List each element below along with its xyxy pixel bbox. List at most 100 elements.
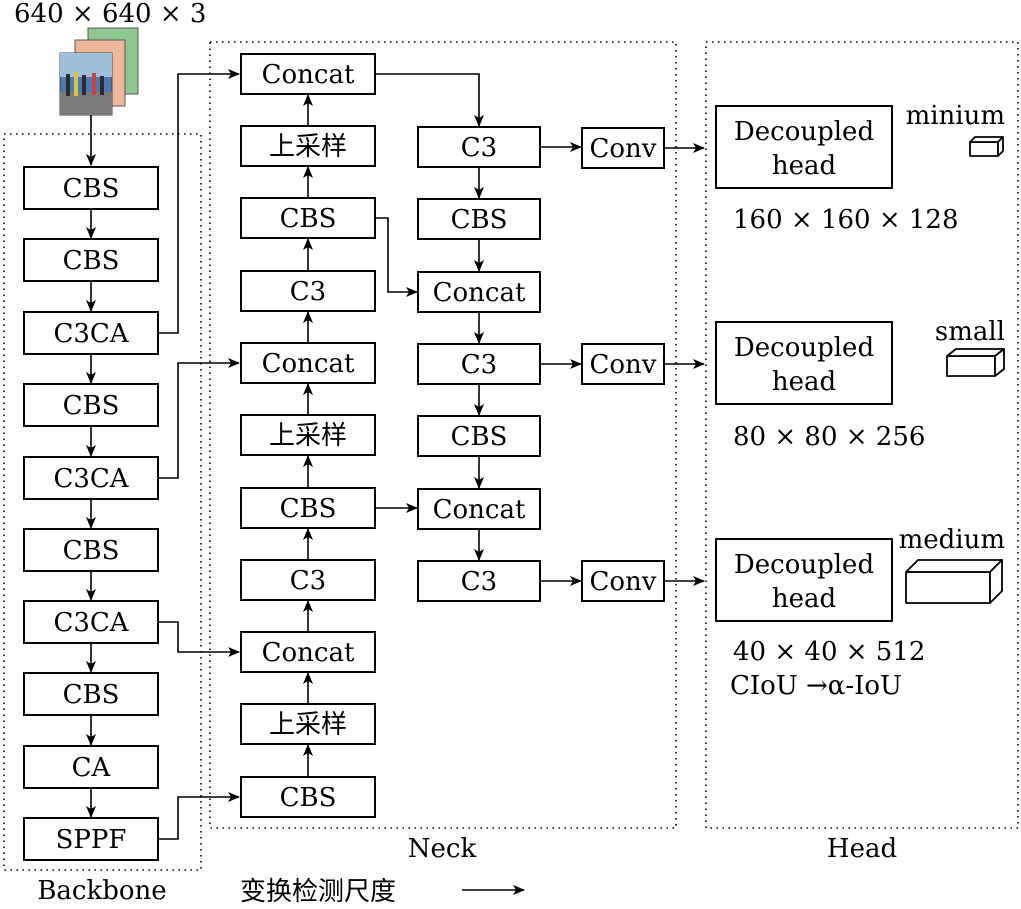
backbone-c3ca-block-3-label: C3CA	[53, 319, 129, 349]
neck-cbs-to-concat-arrow-1	[375, 217, 418, 297]
neck-down-c3-block-1-label: C3	[461, 133, 497, 163]
small-cube-icon	[946, 348, 1005, 377]
neck-up-c3-block-8-label: C3	[290, 566, 326, 596]
input-size-label: 640 × 640 × 3	[14, 0, 206, 29]
backbone-c3ca-block-7: C3CA	[23, 600, 159, 644]
neck-down-c3-block-7: C3	[417, 560, 541, 602]
neck-up-c3-block-4: C3	[240, 270, 376, 312]
neck-down-concat-block-6: Concat	[417, 488, 541, 530]
scale-label-minium: minium	[906, 101, 1005, 131]
neck-up-cbs-block-11-label: CBS	[280, 783, 337, 813]
decoupled-head-title: Decoupled	[734, 333, 874, 363]
backbone-cbs-block-8: CBS	[23, 672, 159, 716]
output-dims-small: 80 × 80 × 256	[733, 422, 925, 452]
neck-down-cbs-block-5-label: CBS	[451, 422, 508, 452]
neck-region	[209, 41, 677, 829]
neck-down-c3-block-4-label: C3	[461, 350, 497, 380]
neck-up-concat-block-5: Concat	[240, 342, 376, 384]
neck-up-upsample-block-2: 上采样	[240, 125, 376, 167]
neck-conv-block-2-label: Conv	[590, 350, 657, 380]
output-dims-medium: 40 × 40 × 512	[733, 637, 925, 667]
neck-up-cbs-block-11: CBS	[240, 776, 376, 818]
backbone-blocks: CBS CBS C3CA CBS C3CA CBS C3CA CBS CA SPPF	[23, 166, 159, 861]
neck-label: Neck	[408, 834, 477, 864]
backbone-c3ca2-to-concat-arrow	[158, 358, 240, 479]
neck-up-concat-block-9: Concat	[240, 631, 376, 673]
neck-up-concat-block-5-label: Concat	[262, 349, 355, 379]
decoupled-head-title: Decoupled	[734, 117, 874, 147]
backbone-cbs-block-6-label: CBS	[63, 536, 120, 566]
sppf-to-cbs-arrow	[158, 792, 240, 840]
head-label: Head	[827, 834, 897, 864]
neck-conv-block-1-label: Conv	[590, 134, 657, 164]
neck-conv-block-2: Conv	[581, 343, 665, 385]
neck-down-concat-block-3: Concat	[417, 271, 541, 313]
decoupled-head-small: Decoupled head	[715, 321, 893, 405]
backbone-c3ca1-to-concat-arrow	[158, 69, 240, 334]
backbone-sppf-block-10: SPPF	[23, 817, 159, 861]
input-image-stack-icon	[59, 27, 139, 116]
neck-blocks: Concat上采样CBSC3Concat上采样CBSC3Concat上采样CBS…	[240, 53, 665, 818]
neck-down-concat-block-3-label: Concat	[433, 278, 526, 308]
connections	[86, 69, 705, 840]
neck-up-upsample-block-6-label: 上采样	[269, 421, 347, 451]
backbone-region	[3, 133, 202, 871]
neck-up-cbs-block-3-label: CBS	[280, 204, 337, 234]
backbone-label: Backbone	[37, 876, 166, 906]
neck-conv-block-3: Conv	[581, 560, 665, 602]
neck-up-concat-block-1-label: Concat	[262, 60, 355, 90]
neck-conv-block-1: Conv	[581, 127, 665, 169]
loss-note: CIoU →α-IoU	[730, 671, 902, 701]
neck-down-concat-block-6-label: Concat	[433, 495, 526, 525]
neck-conv-block-3-label: Conv	[590, 567, 657, 597]
neck-up-c3-block-4-label: C3	[290, 277, 326, 307]
output-dims-minium: 160 × 160 × 128	[733, 205, 959, 235]
backbone-cbs-block-2-label: CBS	[63, 246, 120, 276]
backbone-cbs-block-1-label: CBS	[63, 174, 120, 204]
backbone-sppf-block-10-label: SPPF	[56, 825, 127, 855]
backbone-c3ca-block-3: C3CA	[23, 311, 159, 355]
neck-up-cbs-block-3: CBS	[240, 197, 376, 239]
decoupled-head-minium: Decoupled head	[715, 105, 893, 189]
backbone-cbs-block-6: CBS	[23, 528, 159, 572]
neck-down-cbs-block-5: CBS	[417, 415, 541, 457]
medium-cube-icon	[905, 559, 1003, 604]
decoupled-head-medium: Decoupled head	[715, 538, 893, 622]
top-concat-to-c3-arrow	[375, 73, 484, 127]
neck-up-concat-block-9-label: Concat	[262, 638, 355, 668]
backbone-c3ca-block-5: C3CA	[23, 456, 159, 500]
backbone-c3ca-block-5-label: C3CA	[53, 464, 129, 494]
neck-down-c3-block-4: C3	[417, 343, 541, 385]
backbone-c3ca3-to-concat-arrow	[158, 621, 240, 657]
neck-up-concat-block-1: Concat	[240, 53, 376, 95]
neck-up-upsample-block-10: 上采样	[240, 703, 376, 745]
scale-change-note: 变换检测尺度	[240, 877, 396, 907]
neck-up-cbs-block-7: CBS	[240, 487, 376, 529]
backbone-cbs-block-2: CBS	[23, 238, 159, 282]
neck-up-upsample-block-10-label: 上采样	[269, 710, 347, 740]
scale-label-medium: medium	[899, 525, 1005, 555]
neck-up-cbs-block-7-label: CBS	[280, 494, 337, 524]
neck-down-cbs-block-2: CBS	[417, 198, 541, 240]
decoupled-head-subtitle: head	[772, 151, 836, 181]
backbone-cbs-block-4-label: CBS	[63, 391, 120, 421]
decoupled-head-subtitle: head	[772, 367, 836, 397]
decoupled-head-title: Decoupled	[734, 550, 874, 580]
neck-up-c3-block-8: C3	[240, 559, 376, 601]
decoupled-head-subtitle: head	[772, 584, 836, 614]
backbone-c3ca-block-7-label: C3CA	[53, 608, 129, 638]
head-region	[705, 41, 1019, 829]
backbone-cbs-block-4: CBS	[23, 383, 159, 427]
neck-up-upsample-block-2-label: 上采样	[269, 132, 347, 162]
backbone-cbs-block-1: CBS	[23, 166, 159, 210]
backbone-cbs-block-8-label: CBS	[63, 680, 120, 710]
scale-label-small: small	[935, 317, 1005, 347]
backbone-ca-block-9-label: CA	[72, 753, 112, 783]
neck-down-c3-block-7-label: C3	[461, 567, 497, 597]
minium-cube-icon	[969, 136, 1004, 157]
neck-up-upsample-block-6: 上采样	[240, 414, 376, 456]
neck-down-c3-block-1: C3	[417, 126, 541, 168]
neck-down-cbs-block-2-label: CBS	[451, 205, 508, 235]
backbone-ca-block-9: CA	[23, 745, 159, 789]
